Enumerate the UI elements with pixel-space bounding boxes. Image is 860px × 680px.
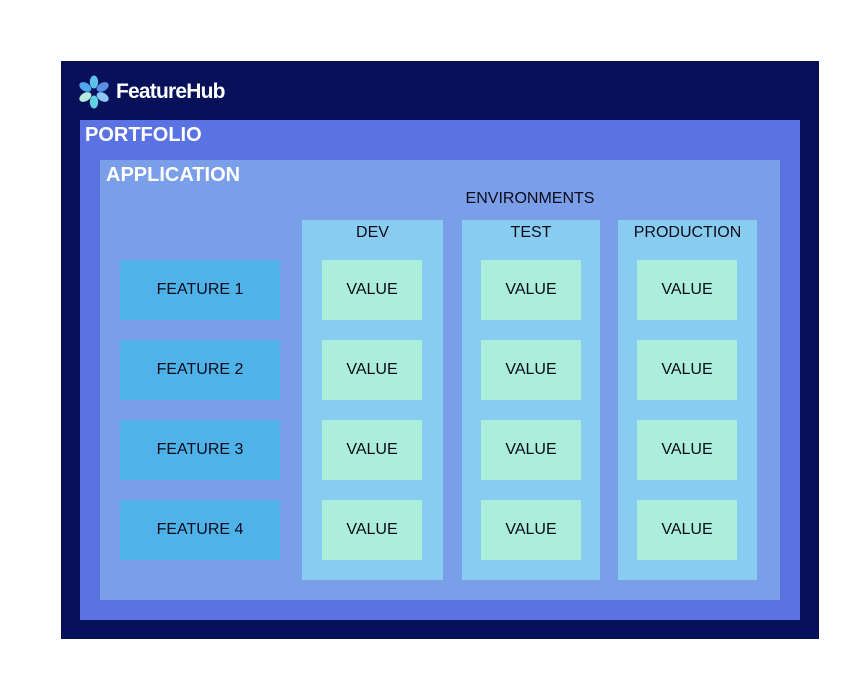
value-box: VALUE (637, 500, 737, 560)
logo-text: FeatureHub (116, 80, 225, 103)
value-box: VALUE (322, 500, 422, 560)
environment-label: TEST (510, 224, 552, 241)
value-box: VALUE (322, 340, 422, 400)
feature-box-3: FEATURE 3 (120, 420, 280, 480)
featurehub-logo: FeatureHub (77, 74, 225, 110)
value-box: VALUE (481, 420, 581, 480)
environment-label: DEV (356, 224, 389, 241)
value-box: VALUE (322, 420, 422, 480)
environments-title: ENVIRONMENTS (465, 190, 595, 207)
value-box: VALUE (481, 500, 581, 560)
application-title: APPLICATION (106, 164, 241, 186)
environment-label: PRODUCTION (633, 224, 742, 241)
value-box: VALUE (637, 340, 737, 400)
value-box: VALUE (637, 260, 737, 320)
value-box: VALUE (637, 420, 737, 480)
value-box: VALUE (481, 260, 581, 320)
value-box: VALUE (481, 340, 581, 400)
feature-box-2: FEATURE 2 (120, 340, 280, 400)
flower-logo-icon (79, 75, 109, 109)
feature-box-1: FEATURE 1 (120, 260, 280, 320)
portfolio-title: PORTFOLIO (85, 124, 202, 146)
feature-box-4: FEATURE 4 (120, 500, 280, 560)
value-box: VALUE (322, 260, 422, 320)
